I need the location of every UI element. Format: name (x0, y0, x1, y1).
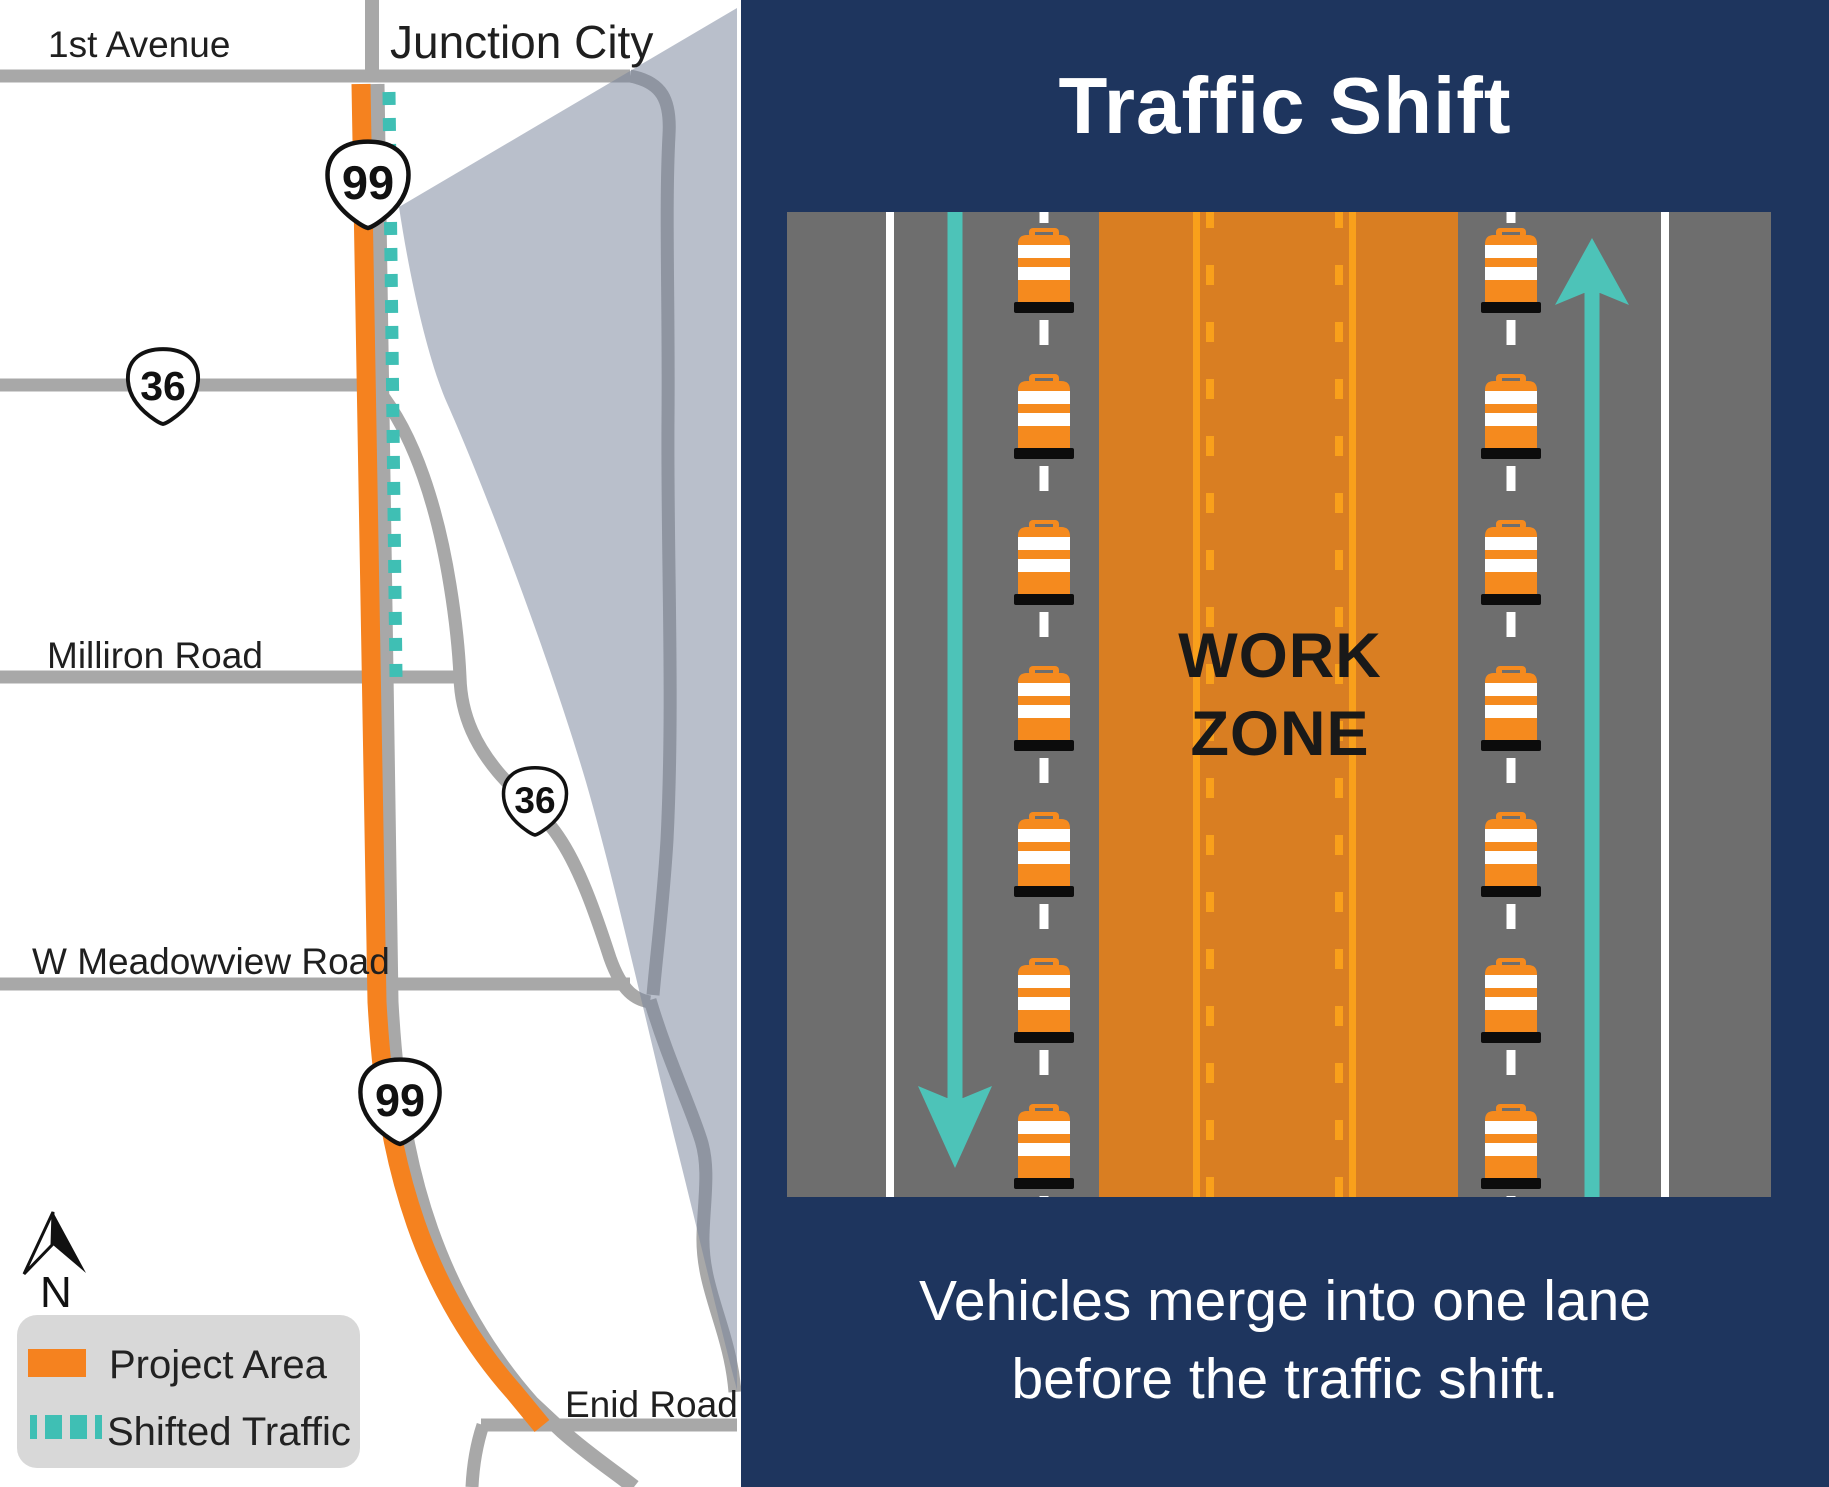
traffic-barrel-icon (1481, 228, 1541, 313)
work-zone-label-line2: ZONE (1190, 699, 1369, 769)
traffic-barrel-icon (1481, 1104, 1541, 1189)
zone-line-dashed-left (1206, 212, 1214, 1197)
work-zone-label-line1: WORK (1178, 621, 1381, 691)
shifted-traffic-swatch-icon (30, 1415, 110, 1439)
route-36-shield-east (501, 766, 569, 837)
traffic-barrel-icon (1014, 812, 1074, 897)
route-99-shield-south-number: 99 (375, 1075, 425, 1126)
traffic-barrel-icon (1014, 1104, 1074, 1189)
northbound-arrow-icon (1555, 238, 1629, 1197)
route-36-shield-west (125, 347, 201, 427)
callout-wedge (399, 8, 737, 1390)
route-99-shield-south (358, 1057, 442, 1147)
traffic-barrel-icon (1481, 812, 1541, 897)
traffic-barrel-icon (1014, 666, 1074, 751)
caption-line-1: Vehicles merge into one lane (919, 1269, 1651, 1333)
road-enid-corner (465, 1422, 490, 1487)
traffic-barrel-icon (1481, 520, 1541, 605)
panel-title: Traffic Shift (1058, 61, 1512, 150)
traffic-barrel-icon (1014, 520, 1074, 605)
route-shields: 99 36 36 99 (125, 139, 569, 1147)
road-route36-east-winding (372, 385, 652, 1009)
project-area-map: 99 36 36 99 N 1st Avenue Junction City M… (0, 0, 741, 1487)
traffic-barrel-icon (1014, 374, 1074, 459)
lane-line-right-top-dash (1506, 212, 1516, 223)
route-99-shield-north-number: 99 (342, 156, 394, 209)
lane-line-left-top-dash (1039, 212, 1049, 223)
southbound-arrow-icon (918, 212, 992, 1168)
north-arrow-icon (22, 1211, 86, 1276)
north-label: N (40, 1268, 72, 1317)
legend-shifted-traffic-label: Shifted Traffic (107, 1410, 351, 1454)
traffic-barrel-icon (1014, 228, 1074, 313)
label-1st-avenue: 1st Avenue (48, 24, 230, 65)
traffic-barrel-icon (1481, 374, 1541, 459)
caption-line-2: before the traffic shift. (1011, 1347, 1559, 1411)
map-legend: Project Area Shifted Traffic (17, 1315, 360, 1468)
zone-line-solid-right (1349, 212, 1356, 1197)
label-meadowview-road: W Meadowview Road (32, 941, 390, 982)
project-area-swatch-icon (28, 1349, 86, 1377)
traffic-shift-diagram: WORK ZONE (787, 212, 1771, 1197)
traffic-shift-panel: Traffic Shift (741, 0, 1829, 1487)
label-milliron-road: Milliron Road (47, 635, 263, 676)
traffic-barrel-icon (1014, 958, 1074, 1043)
edge-line-left (886, 212, 894, 1197)
label-junction-city: Junction City (390, 16, 653, 68)
legend-project-area-label: Project Area (109, 1343, 327, 1387)
route-36-shield-east-number: 36 (514, 780, 555, 821)
zone-line-solid-left (1193, 212, 1200, 1197)
work-zone-area (1099, 212, 1458, 1197)
zone-line-dashed-right (1335, 212, 1343, 1197)
label-enid-road: Enid Road (565, 1384, 738, 1425)
route-36-shield-west-number: 36 (140, 363, 186, 409)
shifted-traffic-line (382, 91, 403, 678)
edge-line-right (1661, 212, 1669, 1197)
traffic-barrel-icon (1481, 958, 1541, 1043)
route-99-shield-north (325, 139, 411, 231)
traffic-barrel-icon (1481, 666, 1541, 751)
